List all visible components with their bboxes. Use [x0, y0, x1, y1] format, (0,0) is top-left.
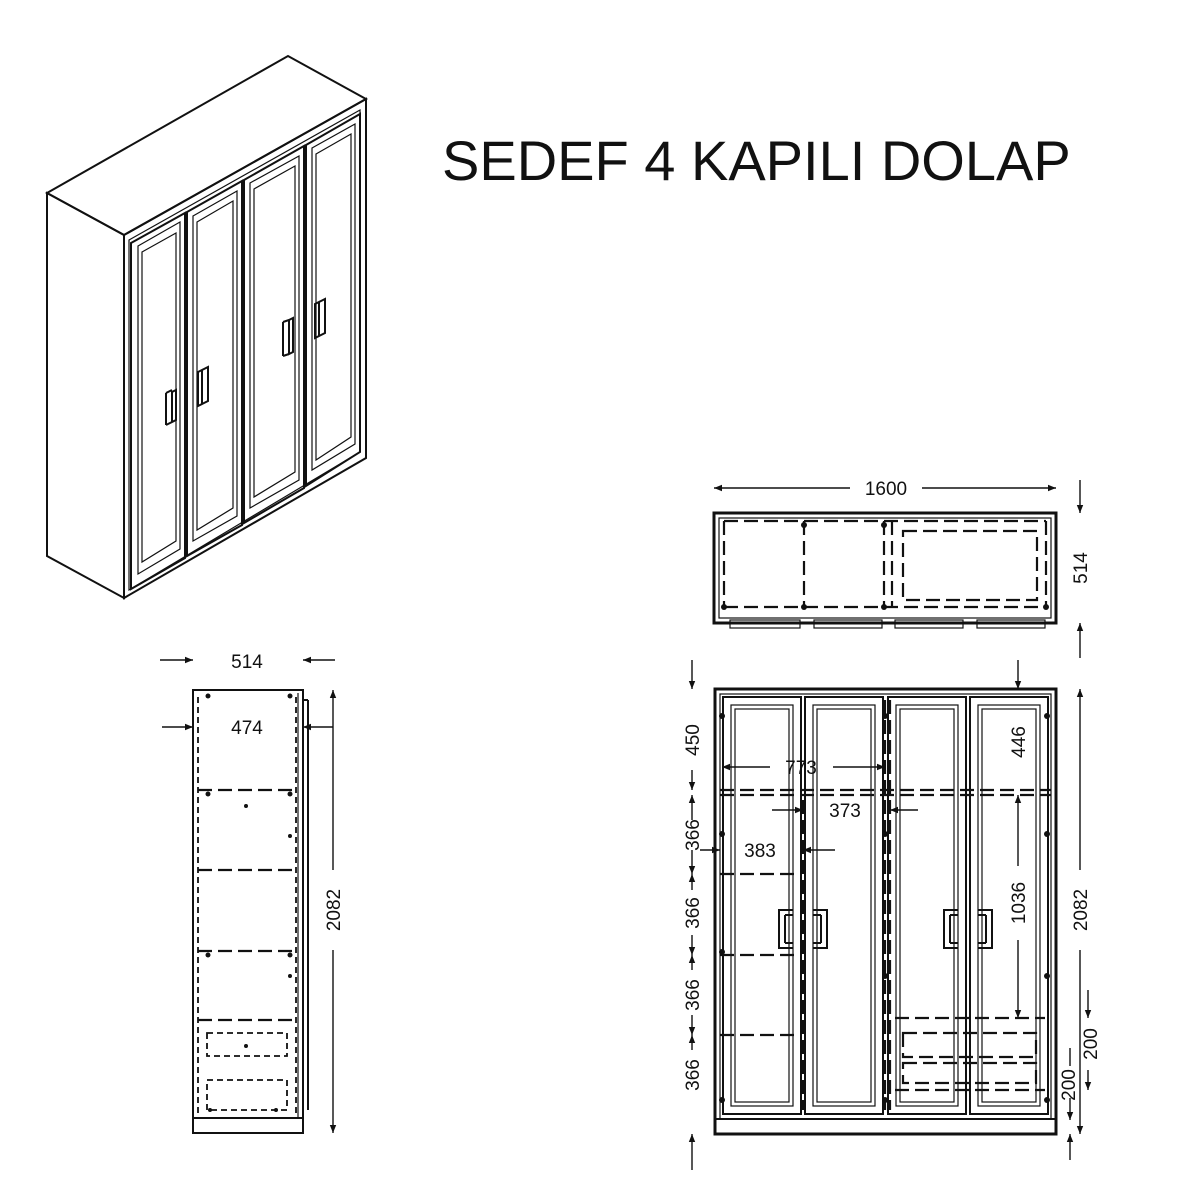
shelf-dim-5: 366 [683, 1059, 704, 1091]
drawer-dim-1: 200 [1059, 1069, 1080, 1101]
top-depth-label: 514 [1071, 552, 1092, 584]
section-width-left-label: 383 [744, 841, 776, 862]
front-door-2 [804, 696, 884, 1115]
shelf-dim-2: 366 [683, 819, 704, 851]
iso-door-4 [305, 112, 361, 488]
iso-door-1 [130, 211, 186, 591]
front-handle-2 [813, 909, 828, 949]
front-handle-4 [978, 909, 993, 949]
top-view: 1600 514 [712, 479, 1092, 658]
side-inner-depth-label: 474 [231, 718, 263, 739]
shelf-dim-1: 450 [683, 724, 704, 756]
iso-door-2 [186, 179, 243, 558]
iso-door-3 [243, 144, 305, 525]
side-depth-label: 514 [231, 652, 263, 673]
isometric-view [44, 54, 369, 600]
iso-handle-2 [197, 365, 209, 408]
hanging-height-label: 1036 [1009, 882, 1030, 924]
side-height-label: 2082 [324, 889, 345, 931]
front-door-4 [969, 696, 1049, 1115]
iso-handle-4 [314, 297, 326, 340]
inner-width-left-label: 773 [785, 758, 817, 779]
top-gap-label: 446 [1009, 726, 1030, 758]
drawing-title: SEDEF 4 KAPILI DOLAP [442, 129, 1071, 192]
front-view: 450 366 366 366 366 773 373 383 446 1036… [683, 660, 1102, 1170]
front-height-label: 2082 [1071, 889, 1092, 931]
front-handle-3 [943, 909, 958, 949]
top-width-label: 1600 [865, 479, 907, 500]
iso-handle-3 [282, 316, 294, 357]
drawer-dim-2: 200 [1081, 1028, 1102, 1060]
shelf-dim-4: 366 [683, 979, 704, 1011]
shelf-dim-3: 366 [683, 897, 704, 929]
front-handle-1 [778, 909, 793, 949]
side-view: 514 474 2082 [160, 652, 345, 1134]
front-door-1 [722, 696, 802, 1115]
front-door-3 [887, 696, 967, 1115]
iso-handle-1 [165, 388, 177, 426]
section-width-right-label: 373 [829, 801, 861, 822]
